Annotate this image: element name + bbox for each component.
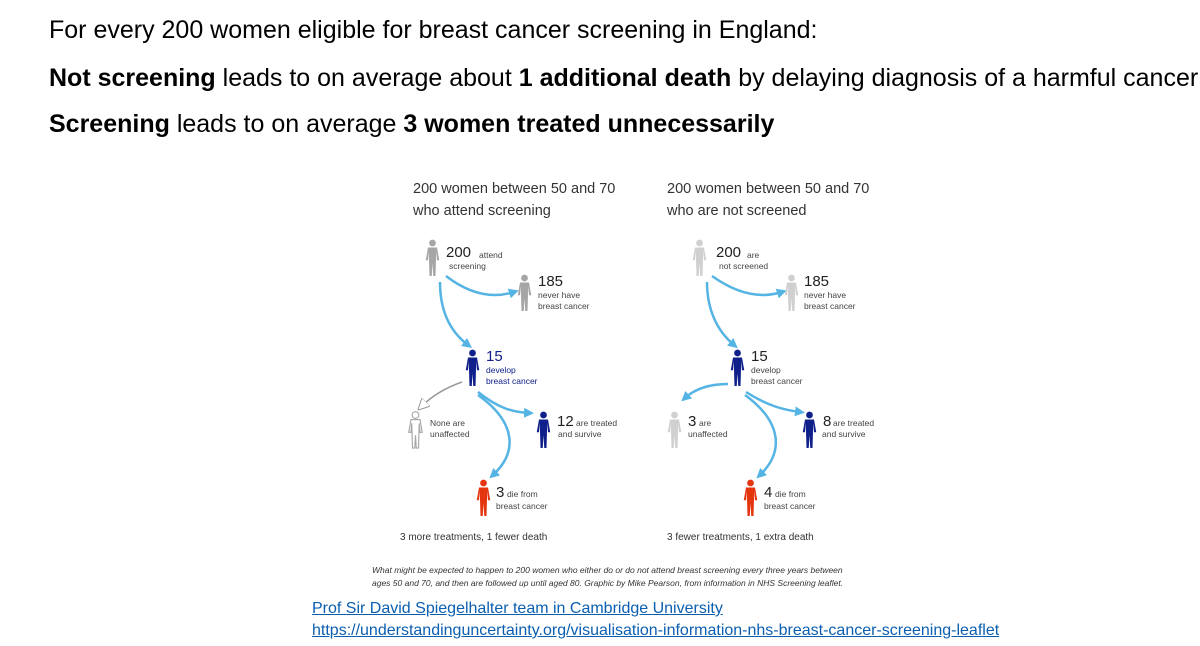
- left-treated-label2: and survive: [558, 429, 602, 439]
- credit-author-link[interactable]: Prof Sir David Spiegelhalter team in Cam…: [312, 600, 723, 617]
- right-die-number: 4: [764, 484, 772, 501]
- left-die-person-icon: [476, 479, 491, 516]
- right-arrow-to-unaffected: [681, 382, 729, 402]
- left-arrow-to-never: [445, 275, 519, 299]
- left-never-number: 185: [538, 273, 563, 290]
- left-unaffected-label2: unaffected: [430, 429, 470, 439]
- right-unaffected-number: 3: [688, 413, 696, 430]
- left-arrow-to-unaffected-hollow: [422, 381, 463, 406]
- left-total-label2: screening: [449, 261, 486, 271]
- left-summary: 3 more treatments, 1 fewer death: [400, 532, 547, 543]
- right-total-label2: not screened: [719, 261, 768, 271]
- right-die-label2: breast cancer: [764, 501, 816, 511]
- right-never-person-icon: [784, 274, 799, 311]
- screening-diagram: 200 women between 50 and 70 who attend s…: [380, 170, 980, 555]
- left-never-label1: never have: [538, 290, 580, 300]
- right-die-label1: die from: [775, 489, 806, 499]
- right-never-label1: never have: [804, 290, 846, 300]
- right-treated-person-icon: [802, 411, 817, 448]
- left-unaffected-outline-person-icon: [408, 411, 423, 449]
- right-die-person-icon: [743, 479, 758, 516]
- left-die-label1: die from: [507, 489, 538, 499]
- left-treated-number: 12: [557, 413, 574, 430]
- left-develop-label1: develop: [486, 365, 516, 375]
- figure-caption-line2: ages 50 and 70, and then are followed up…: [372, 578, 844, 588]
- left-title-line2: who attend screening: [412, 203, 551, 219]
- right-develop-label2: breast cancer: [751, 376, 803, 386]
- right-title-line2: who are not screened: [666, 203, 806, 219]
- right-unaffected-person-icon: [667, 411, 682, 448]
- right-total-label1: are: [747, 250, 760, 260]
- right-treated-number: 8: [823, 413, 831, 430]
- credit-source-url-link[interactable]: https://understandinguncertainty.org/vis…: [312, 622, 1000, 639]
- right-total-person-icon: [692, 239, 707, 276]
- right-never-number: 185: [804, 273, 829, 290]
- right-summary: 3 fewer treatments, 1 extra death: [667, 532, 814, 543]
- left-arrow-to-treated: [477, 391, 534, 418]
- right-unaffected-label2: unaffected: [688, 429, 728, 439]
- right-arrow-to-never: [711, 274, 787, 299]
- right-arrow-to-develop: [705, 281, 738, 349]
- left-total-number: 200: [446, 244, 471, 261]
- right-develop-person-icon: [730, 349, 745, 386]
- left-treated-person-icon: [536, 411, 551, 448]
- left-develop-person-icon: [465, 349, 480, 386]
- right-title-line1: 200 women between 50 and 70: [667, 181, 869, 197]
- left-arrow-to-die: [477, 393, 511, 479]
- right-develop-number: 15: [751, 348, 768, 365]
- left-total-person-icon: [425, 239, 440, 276]
- left-title-line1: 200 women between 50 and 70: [413, 181, 615, 197]
- headline-not-screening: Not screening leads to on average about …: [49, 64, 1199, 92]
- right-unaffected-label1: are: [699, 418, 712, 428]
- panel-right-not-screened: 200 women between 50 and 70 who are not …: [666, 181, 874, 543]
- left-die-label2: breast cancer: [496, 501, 548, 511]
- right-treated-label2: and survive: [822, 429, 866, 439]
- panel-left-screened: 200 women between 50 and 70 who attend s…: [400, 181, 617, 543]
- left-develop-label2: breast cancer: [486, 376, 538, 386]
- left-die-number: 3: [496, 484, 504, 501]
- headline-screening: Screening leads to on average 3 women tr…: [49, 110, 775, 138]
- left-treated-label1: are treated: [576, 418, 617, 428]
- right-treated-label1: are treated: [833, 418, 874, 428]
- left-total-label1: attend: [479, 250, 503, 260]
- left-arrow-to-develop: [438, 281, 472, 349]
- left-never-label2: breast cancer: [538, 301, 590, 311]
- left-unaffected-label1: None are: [430, 418, 465, 428]
- right-never-label2: breast cancer: [804, 301, 856, 311]
- right-arrow-to-die: [744, 393, 778, 479]
- right-total-number: 200: [716, 244, 741, 261]
- right-arrow-to-treated: [745, 390, 805, 417]
- left-never-person-icon: [517, 274, 532, 311]
- headline-intro: For every 200 women eligible for breast …: [49, 16, 818, 44]
- figure-caption-line1: What might be expected to happen to 200 …: [372, 565, 843, 575]
- left-develop-number: 15: [486, 348, 503, 365]
- right-develop-label1: develop: [751, 365, 781, 375]
